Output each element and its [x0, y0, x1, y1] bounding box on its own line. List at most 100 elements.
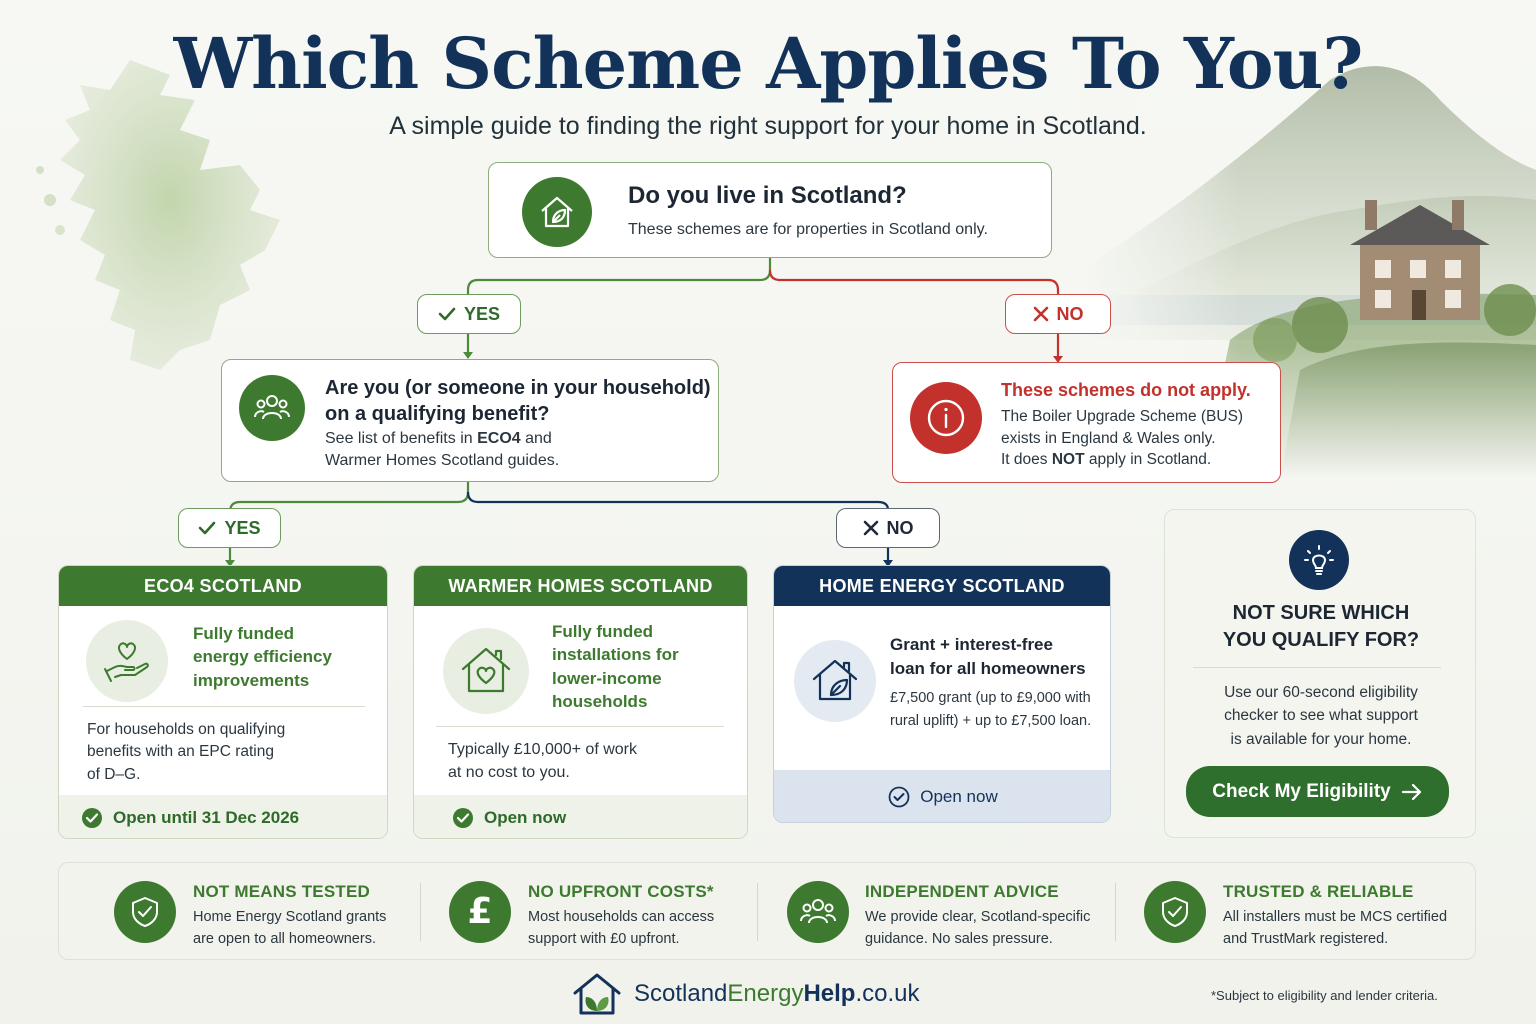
benefit-divider — [420, 883, 421, 941]
people-icon — [239, 375, 305, 441]
check-eligibility-button[interactable]: Check My Eligibility — [1186, 766, 1449, 817]
people-icon — [787, 881, 849, 943]
not-apply-text: The Boiler Upgrade Scheme (BUS) exists i… — [1001, 406, 1243, 471]
eco4-status: Open until 31 Dec 2026 — [113, 807, 300, 827]
question-benefit-title: Are you (or someone in your household) o… — [325, 375, 711, 427]
cross-icon — [863, 520, 878, 536]
house-leaf-icon — [794, 640, 876, 722]
site-logo[interactable]: ScotlandEnergyHelp.co.uk — [572, 970, 920, 1018]
yes-label: YES — [224, 517, 261, 538]
eco4-feature-line2: energy efficiency — [193, 647, 332, 667]
warmer-feature-line1: Fully funded — [552, 622, 654, 641]
not-sure-text-line3: is available for your home. — [1230, 730, 1412, 748]
scotland-map-illustration — [36, 60, 280, 370]
not-apply-line2: exists in England & Wales only. — [1001, 429, 1216, 447]
eco4-desc-line3: of D–G. — [87, 765, 141, 783]
not-sure-title-line2: YOU QUALIFY FOR? — [1222, 629, 1420, 651]
check-icon — [438, 307, 456, 321]
home-energy-feature-line2: loan for all homeowners — [890, 658, 1086, 678]
question-benefit-title-line2: on a qualifying benefit? — [325, 403, 550, 425]
info-icon — [910, 382, 982, 454]
eco4-desc-line2: benefits with an EPC rating — [87, 743, 274, 761]
benefit-3-title: INDEPENDENT ADVICE — [865, 882, 1059, 901]
benefit-3-line1: We provide clear, Scotland-specific — [865, 909, 1091, 925]
logo-part-energy: Energy — [727, 980, 804, 1007]
benefit-2-line2: support with £0 upfront. — [528, 930, 680, 947]
eco4-description: For households on qualifying benefits wi… — [87, 719, 285, 786]
not-sure-text: Use our 60-second eligibility checker to… — [1165, 681, 1477, 751]
warmer-feature-line4: households — [552, 692, 648, 712]
eco4-feature-text: Fully funded energy efficiency improveme… — [193, 622, 332, 692]
house-heart-icon — [443, 628, 529, 714]
no-label: NO — [886, 517, 914, 538]
benefit-text-post: and — [520, 430, 552, 447]
page-title: Which Scheme Applies To You? — [173, 22, 1364, 105]
warmer-feature-text: Fully funded installations for lower-inc… — [552, 620, 679, 714]
check-circle-icon — [82, 807, 102, 828]
warmer-desc-line1: Typically £10,000+ of work — [448, 741, 637, 758]
not-apply-title: These schemes do not apply. — [1001, 380, 1251, 400]
lightbulb-icon — [1289, 530, 1349, 590]
page-subtitle: A simple guide to finding the right supp… — [389, 112, 1147, 140]
question-scotland-text: These schemes are for properties in Scot… — [628, 221, 988, 238]
question-scotland-title: Do you live in Scotland? — [628, 182, 907, 209]
not-sure-text-line1: Use our 60-second eligibility — [1224, 684, 1418, 701]
benefit-divider — [757, 883, 758, 941]
benefit-4-line1: All installers must be MCS certified — [1223, 909, 1448, 925]
warmer-description: Typically £10,000+ of work at no cost to… — [448, 738, 637, 784]
check-circle-outline-icon — [888, 786, 910, 808]
home-energy-desc-line2: rural uplift) + up to £7,500 loan. — [890, 713, 1092, 730]
home-energy-feature-line1: Grant + interest-free — [890, 635, 1053, 654]
arrow-right-icon — [1401, 783, 1421, 800]
warmer-status-bar: Open now — [414, 795, 747, 838]
eco4-feature-line1: Fully funded — [193, 624, 295, 643]
benefit-1-title: NOT MEANS TESTED — [193, 882, 370, 901]
not-sure-title: NOT SURE WHICH YOU QUALIFY FOR? — [1165, 600, 1477, 654]
warmer-status: Open now — [484, 807, 567, 827]
yes-pill-benefit: YES — [178, 508, 281, 548]
shield-check-icon — [1144, 881, 1206, 943]
benefit-3-text: We provide clear, Scotland-specific guid… — [865, 907, 1090, 951]
logo-wordmark: ScotlandEnergyHelp.co.uk — [634, 980, 920, 1008]
benefit-text-eco4: ECO4 — [477, 430, 521, 447]
check-eligibility-label: Check My Eligibility — [1212, 780, 1391, 802]
benefit-2-line1: Most households can access — [528, 909, 715, 925]
eco4-scotland-card: ECO4 SCOTLAND Fully funded energy effici… — [58, 565, 388, 839]
eco4-divider — [83, 706, 365, 707]
no-label: NO — [1056, 303, 1084, 324]
warmer-feature-line3: lower-income — [552, 668, 662, 688]
not-sure-panel: NOT SURE WHICH YOU QUALIFY FOR? Use our … — [1164, 509, 1476, 838]
not-apply-line3-pre: It does — [1001, 451, 1052, 469]
logo-part-scotland: Scotland — [634, 980, 728, 1007]
cross-icon — [1033, 306, 1048, 322]
check-icon — [199, 521, 216, 535]
check-circle-icon — [453, 807, 473, 828]
benefit-1-text: Home Energy Scotland grants are open to … — [193, 907, 386, 951]
benefit-text-pre: See list of benefits in — [325, 430, 478, 447]
footnote: *Subject to eligibility and lender crite… — [1211, 988, 1438, 1003]
yes-label: YES — [463, 303, 501, 324]
yes-pill-scotland: YES — [417, 294, 521, 334]
benefit-1-line2: are open to all homeowners. — [193, 930, 376, 947]
home-energy-description: £7,500 grant (up to £9,000 with rural up… — [890, 687, 1091, 733]
schemes-not-apply-box: These schemes do not apply. The Boiler U… — [892, 362, 1281, 483]
house-leaf-icon — [522, 177, 592, 247]
not-apply-line3-post: apply in Scotland. — [1084, 451, 1212, 469]
benefit-1-line1: Home Energy Scotland grants — [193, 909, 387, 925]
warmer-card-header: WARMER HOMES SCOTLAND — [414, 566, 747, 606]
eco4-status-bar: Open until 31 Dec 2026 — [59, 795, 387, 838]
home-energy-feature-text: Grant + interest-free loan for all homeo… — [890, 633, 1086, 681]
question-benefit-box: Are you (or someone in your household) o… — [221, 359, 719, 482]
question-benefit-text: See list of benefits in ECO4 and Warmer … — [325, 428, 559, 473]
benefit-4-line2: and TrustMark registered. — [1223, 930, 1389, 947]
home-energy-card-header: HOME ENERGY SCOTLAND — [774, 566, 1110, 606]
shield-check-icon — [114, 881, 176, 943]
no-pill-scotland: NO — [1005, 294, 1111, 334]
benefit-text-line2: Warmer Homes Scotland guides. — [325, 452, 560, 470]
house-leaves-logo-icon — [573, 973, 621, 1015]
benefits-strip: NOT MEANS TESTED Home Energy Scotland gr… — [58, 862, 1476, 960]
benefit-2-text: Most households can access support with … — [528, 907, 714, 951]
eco4-feature-line3: improvements — [193, 670, 310, 690]
benefit-4-text: All installers must be MCS certified and… — [1223, 907, 1447, 951]
home-energy-desc-line1: £7,500 grant (up to £9,000 with — [890, 690, 1091, 706]
